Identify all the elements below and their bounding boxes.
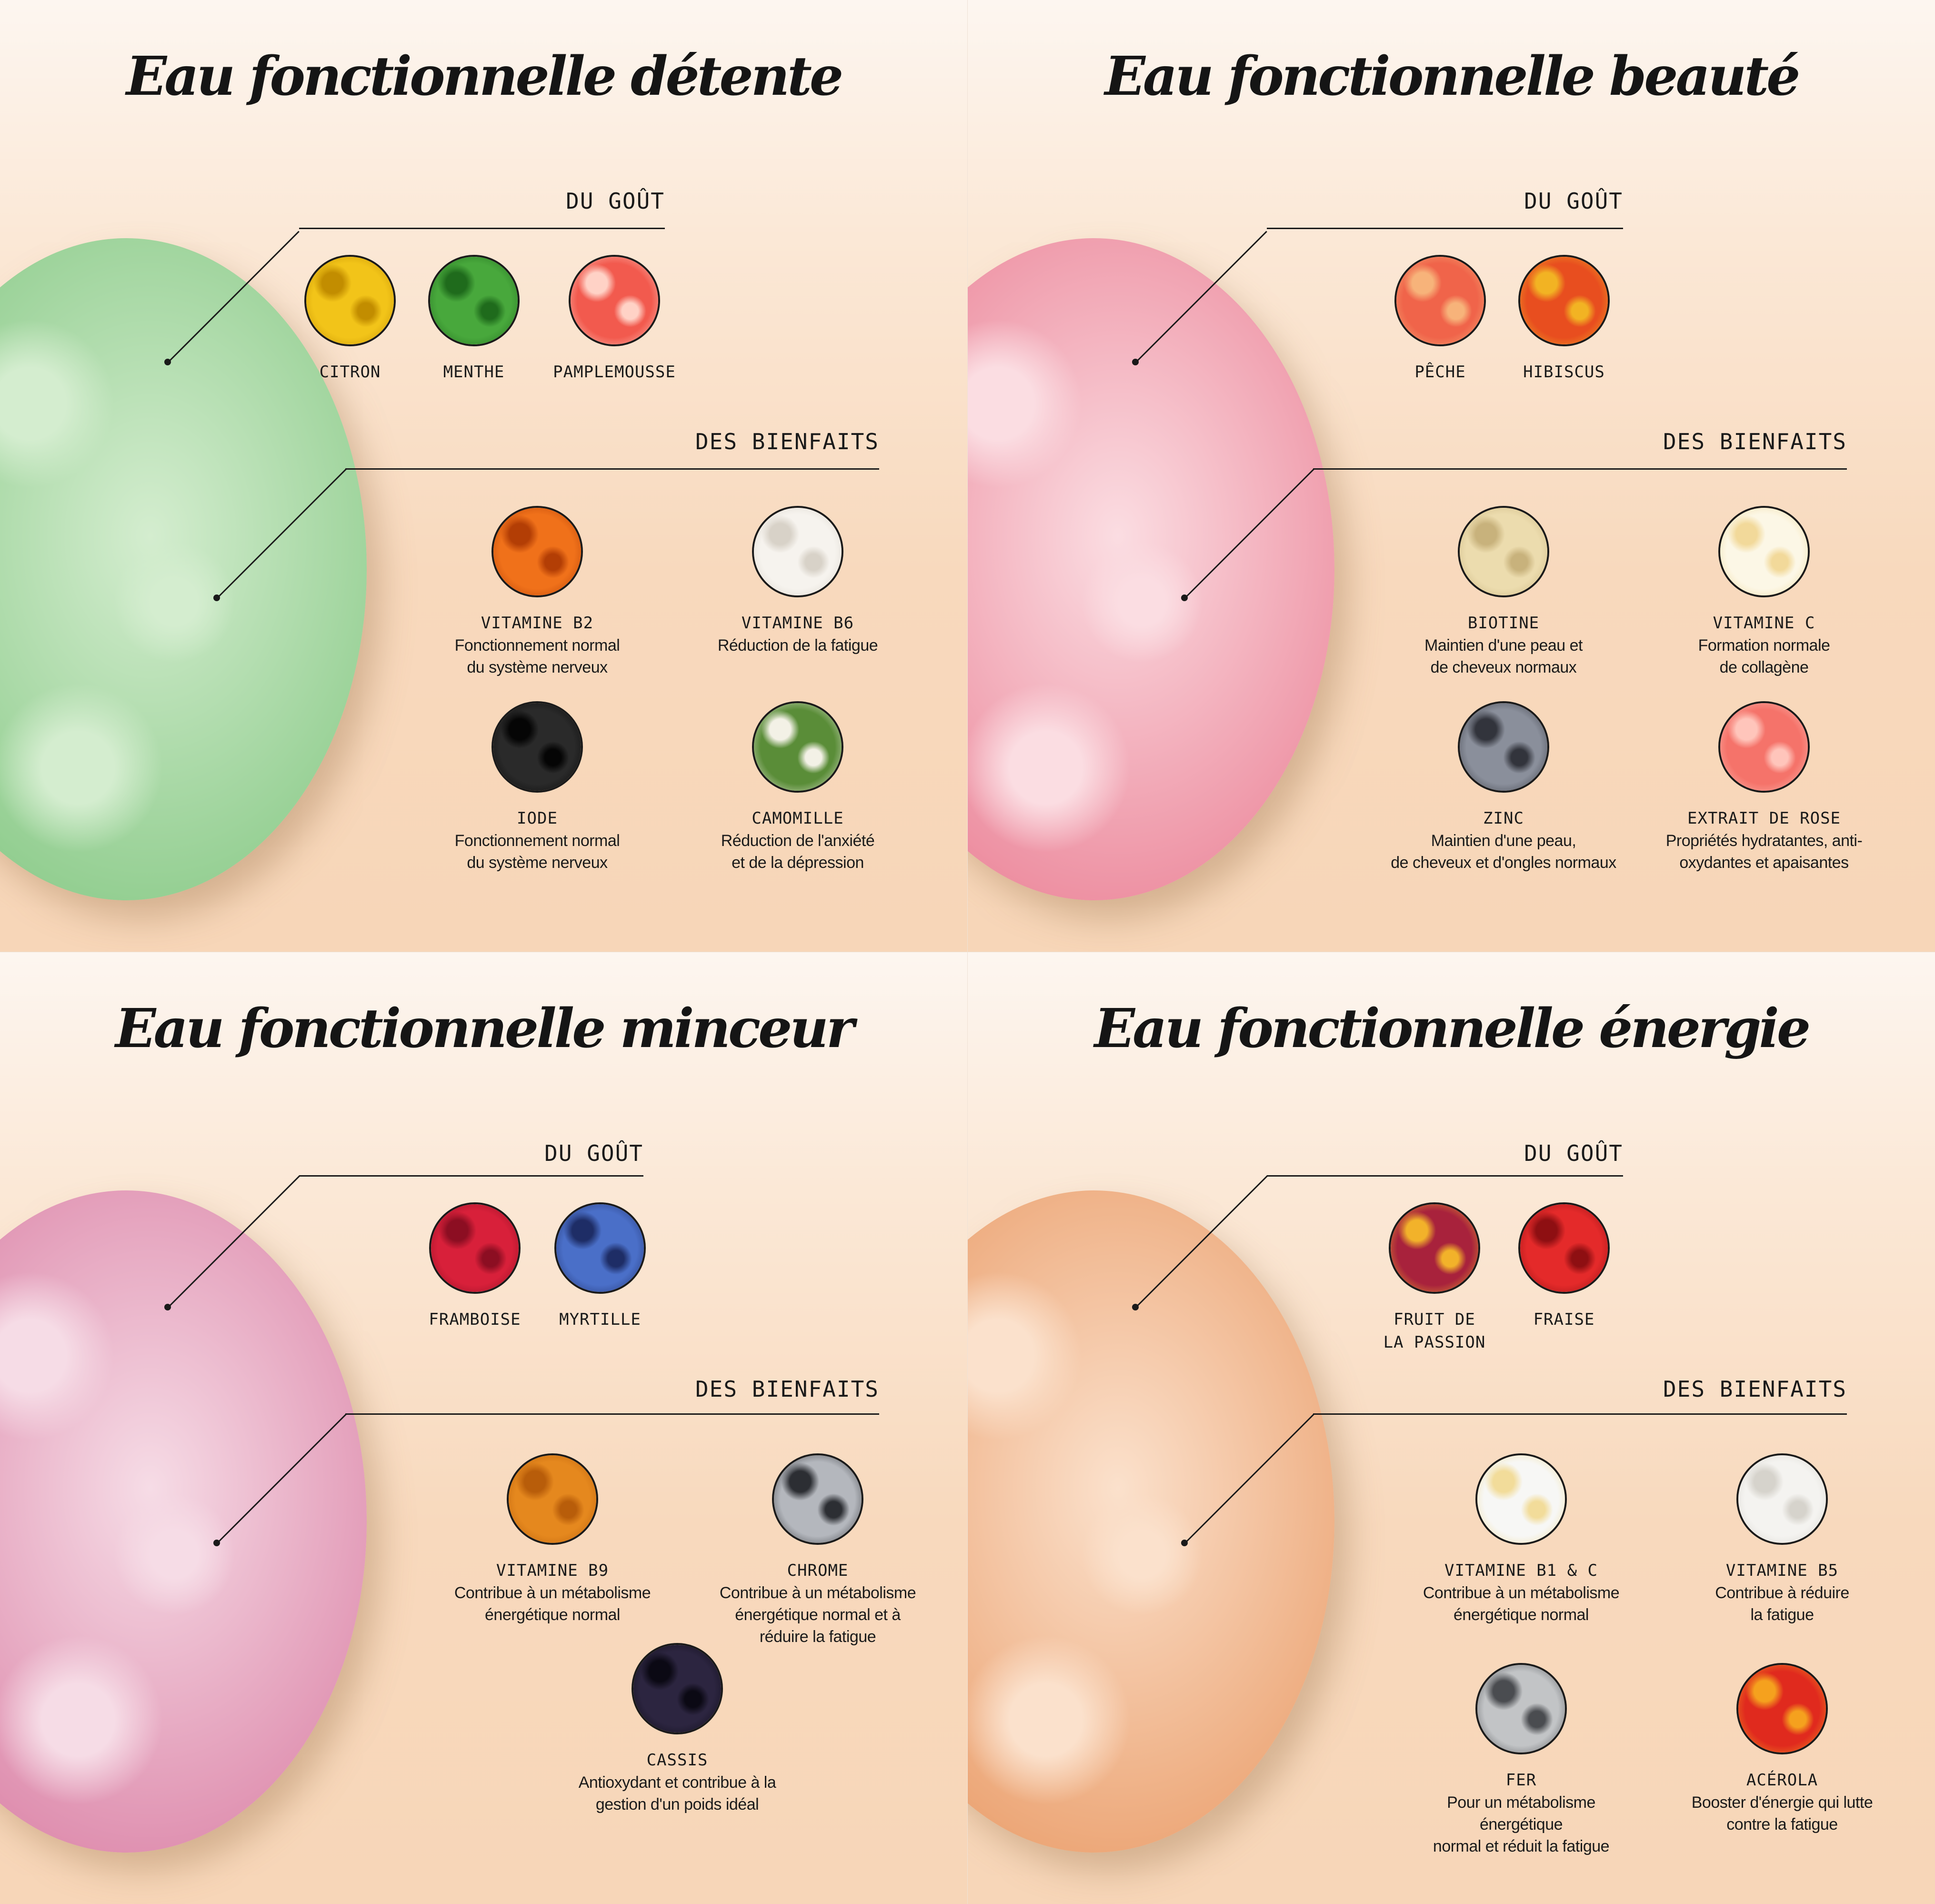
lemon-icon [304, 255, 396, 346]
taste-divider [1267, 228, 1623, 229]
benefits-divider [345, 468, 879, 470]
taste-divider [299, 1175, 643, 1177]
benefits-heading: DES BIENFAITS [1663, 429, 1847, 454]
taste-item: HIBISCUS [1450, 255, 1678, 383]
panel-title: Eau fonctionnelle énergie [1094, 997, 1811, 1060]
beige-powder-icon [1458, 506, 1549, 597]
taste-item: FRAMBOISE [361, 1202, 589, 1331]
taste-item: FRUIT DE LA PASSION [1320, 1202, 1549, 1354]
panel-title: Eau fonctionnelle détente [126, 45, 843, 108]
benefits-heading: DES BIENFAITS [695, 1376, 879, 1402]
mint-icon [428, 255, 520, 346]
acerola-icon [1736, 1663, 1828, 1754]
benefits-heading: DES BIENFAITS [695, 429, 879, 454]
benefits-leader-dot [1181, 1540, 1188, 1546]
panel-energie: Eau fonctionnelle énergie DU GOÛT FRUIT … [968, 952, 1935, 1904]
taste-item: FRAISE [1450, 1202, 1678, 1331]
pink-drink-blob [968, 238, 1334, 900]
black-crystal-icon [491, 701, 583, 793]
chamomile-icon [752, 701, 843, 793]
panel-beaute: Eau fonctionnelle beauté DU GOÛT PÊCHE H… [968, 0, 1935, 952]
taste-divider [299, 228, 665, 229]
panel-title: Eau fonctionnelle beauté [1104, 45, 1801, 108]
powder-serum-icon [1475, 1453, 1567, 1545]
taste-heading: DU GOÛT [1524, 188, 1623, 214]
peach-drink-blob [968, 1190, 1334, 1853]
taste-item: MYRTILLE [486, 1202, 714, 1331]
zinc-icon [1458, 701, 1549, 793]
benefits-divider [1313, 468, 1847, 470]
taste-divider [1267, 1175, 1623, 1177]
orange-powder-icon [507, 1453, 598, 1545]
hibiscus-icon [1518, 255, 1610, 346]
grapefruit-icon [569, 255, 660, 346]
taste-heading: DU GOÛT [544, 1140, 643, 1166]
raspberry-drink-blob [0, 1190, 367, 1853]
taste-leader-dot [164, 359, 171, 365]
blackcurrant-icon [632, 1643, 723, 1734]
taste-item: MENTHE [360, 255, 588, 383]
blueberry-icon [554, 1202, 646, 1294]
taste-leader-dot [164, 1304, 171, 1310]
passion-fruit-icon [1389, 1202, 1480, 1294]
strawberry-icon [1518, 1202, 1610, 1294]
orange-powder-icon [491, 506, 583, 597]
peach-icon [1394, 255, 1486, 346]
benefits-leader-dot [213, 594, 220, 601]
serum-icon [1718, 506, 1810, 597]
chrome-icon [772, 1453, 863, 1545]
taste-heading: DU GOÛT [1524, 1140, 1623, 1166]
rose-icon [1718, 701, 1810, 793]
taste-leader-dot [1132, 1304, 1139, 1310]
benefits-divider [345, 1413, 879, 1415]
taste-item: PÊCHE [1326, 255, 1554, 383]
panel-title: Eau fonctionnelle minceur [115, 997, 854, 1060]
taste-heading: DU GOÛT [566, 188, 665, 214]
panel-detente: Eau fonctionnelle détente DU GOÛT CITRON… [0, 0, 967, 952]
taste-item: CITRON [236, 255, 464, 383]
white-powder-icon [752, 506, 843, 597]
taste-leader-dot [1132, 359, 1139, 365]
iron-icon [1475, 1663, 1567, 1754]
white-powder-icon [1736, 1453, 1828, 1545]
raspberry-icon [429, 1202, 521, 1294]
taste-item: PAMPLEMOUSSE [500, 255, 729, 383]
panel-minceur: Eau fonctionnelle minceur DU GOÛT FRAMBO… [0, 952, 967, 1904]
benefits-divider [1313, 1413, 1847, 1415]
benefits-heading: DES BIENFAITS [1663, 1376, 1847, 1402]
benefits-leader-dot [1181, 594, 1188, 601]
benefits-leader-dot [213, 1540, 220, 1546]
